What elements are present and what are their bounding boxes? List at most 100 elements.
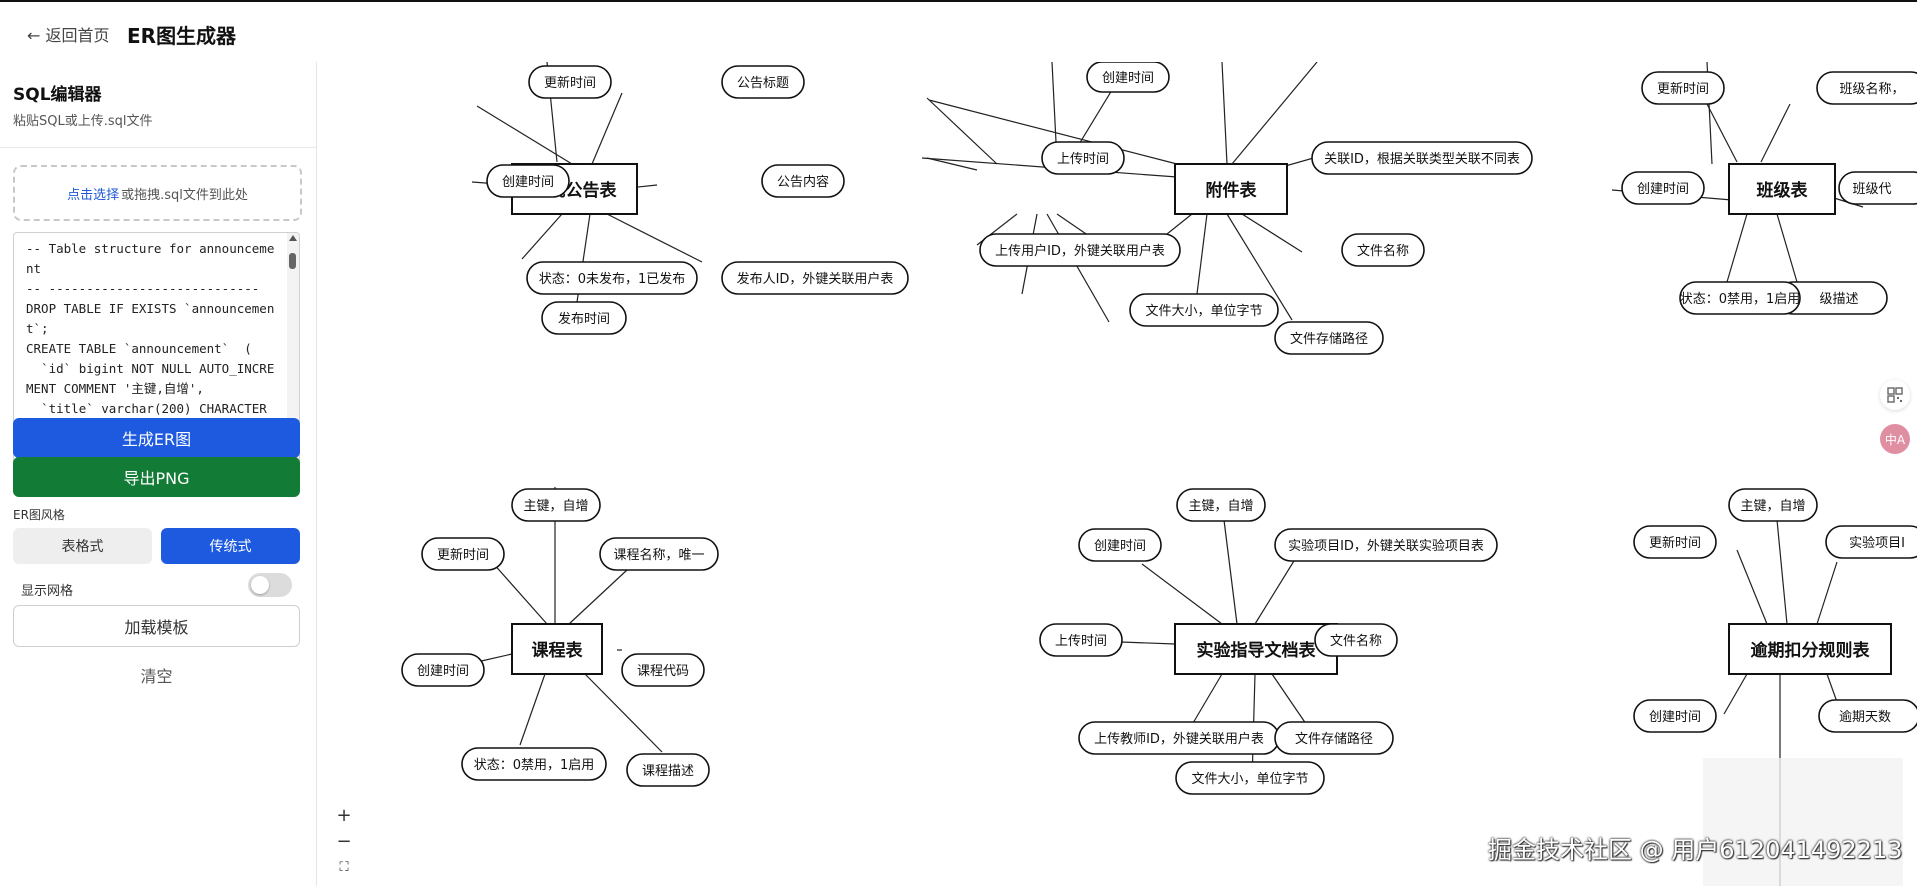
fit-view-icon[interactable]: ⛶: [339, 859, 349, 875]
attribute[interactable]: 创建时间: [401, 653, 485, 687]
choose-file-link[interactable]: 点击选择: [67, 187, 120, 203]
attribute[interactable]: 实验项目I: [1825, 525, 1917, 559]
load-template-button[interactable]: 加载模板: [13, 605, 300, 647]
entity-box[interactable]: [1174, 163, 1288, 215]
attribute[interactable]: 文件名称: [1341, 233, 1425, 267]
show-grid-toggle[interactable]: [248, 573, 292, 597]
attribute[interactable]: 级描述: [1776, 281, 1888, 315]
attribute[interactable]: 主键，自增: [1728, 488, 1818, 522]
attribute[interactable]: 上传时间: [1041, 141, 1125, 175]
attribute[interactable]: 班级代: [1838, 171, 1917, 205]
attr-shape: [1175, 761, 1325, 795]
attribute[interactable]: 上传教师ID，外键关联用户表: [1078, 721, 1280, 755]
er-diagram-svg-3: 班级表 更新时间 班级名称， 创建时间 班级代 级描述 状态：0禁用，1启用 课…: [476, 62, 1917, 753]
qrcode-glyph: [1887, 387, 1903, 403]
attr-shape: [979, 233, 1181, 267]
attribute[interactable]: 实验项目ID，外键关联实验项目表: [1274, 528, 1498, 562]
edge: [1141, 563, 1223, 625]
edge: [1241, 213, 1303, 253]
attribute[interactable]: 更新时间: [1641, 71, 1725, 105]
attribute[interactable]: 上传时间: [1039, 623, 1123, 657]
attribute[interactable]: 文件大小，单位字节: [1129, 293, 1279, 327]
attribute[interactable]: 上传用户ID，外键关联用户表: [979, 233, 1181, 267]
sidebar-divider: [0, 147, 316, 148]
scroll-up-icon[interactable]: [289, 235, 297, 241]
attribute[interactable]: 创建时间: [1633, 699, 1717, 733]
attribute[interactable]: 主键，自增: [1176, 488, 1266, 522]
back-home-link[interactable]: ← 返回首页: [27, 26, 110, 45]
export-png-button[interactable]: 导出PNG: [13, 457, 300, 497]
attribute[interactable]: 班级名称，: [1816, 71, 1917, 105]
attribute[interactable]: 课程描述: [626, 753, 710, 787]
translate-icon[interactable]: 中A: [1880, 424, 1910, 454]
attribute[interactable]: 逾期天数: [1818, 699, 1917, 733]
attr-shape: [1633, 525, 1717, 559]
entity-title: 课程表: [532, 640, 584, 661]
attribute[interactable]: 创建时间: [486, 164, 570, 198]
file-dropzone[interactable]: 点击选择 或拖拽.sql文件到此处: [13, 165, 302, 221]
entity-attachment-main[interactable]: 附件表 创建时间 上传时间 关联ID，根据关联类型关联不同表 上传用户ID，外键…: [921, 62, 1533, 355]
attr-shape: [1825, 525, 1917, 559]
show-grid-label: 显示网格: [21, 584, 74, 599]
zoom-out-button[interactable]: −: [336, 830, 352, 852]
edge: [568, 569, 628, 625]
er-canvas[interactable]: 系统公告表 更新时间 公告标题 创建时间 公告内容 状态：0未发布，1已发布 发…: [317, 62, 1917, 886]
attr-shape: [1314, 623, 1398, 657]
attribute[interactable]: 主键，自增: [511, 488, 601, 522]
attribute[interactable]: 发布人ID，外键关联用户表: [721, 261, 909, 295]
attribute[interactable]: 状态：0禁用，1启用: [1679, 281, 1801, 315]
zoom-in-button[interactable]: +: [336, 804, 352, 826]
entity-course-attrs[interactable]: 主键，自增 更新时间 课程名称，唯一 创建时间 课程代码 状态：0禁用，1启用 …: [401, 488, 719, 787]
attr-shape: [1086, 62, 1170, 93]
style-table-button[interactable]: 表格式: [13, 528, 152, 564]
attribute[interactable]: 状态：0禁用，1启用: [461, 747, 607, 781]
attr-label: 更新时间: [1657, 81, 1709, 97]
attribute[interactable]: 公告内容: [761, 164, 845, 198]
edge: [1760, 103, 1791, 163]
edge: [476, 105, 573, 165]
entity-class[interactable]: 班级表 更新时间 班级名称， 创建时间 班级代 级描述 状态：0禁用，1启用: [1611, 62, 1917, 315]
entity-box[interactable]: [1728, 163, 1836, 215]
entity-title: 班级表: [1757, 180, 1809, 201]
scroll-thumb[interactable]: [289, 253, 296, 269]
entity-lab-doc[interactable]: 实验指导文档表 主键，自增 创建时间 实验项目ID，外键关联实验项目表 上传时间…: [1039, 488, 1498, 795]
attr-label: 状态：0未发布，1已发布: [539, 271, 686, 287]
attr-shape: [1274, 528, 1498, 562]
entity-title: 逾期扣分规则表: [1751, 640, 1871, 661]
attribute[interactable]: 课程名称，唯一: [599, 537, 719, 571]
edge: [1046, 213, 1110, 323]
style-traditional-button[interactable]: 传统式: [161, 528, 300, 564]
generate-er-button[interactable]: 生成ER图: [13, 418, 300, 458]
attr-label: 创建时间: [417, 664, 469, 679]
entity-box[interactable]: [511, 623, 603, 675]
attribute[interactable]: 公告标题: [721, 65, 805, 99]
attr-label: 创建时间: [1649, 710, 1701, 725]
attr-shape: [1341, 233, 1425, 267]
attribute[interactable]: 发布时间: [541, 301, 627, 335]
attribute[interactable]: 创建时间: [1621, 171, 1705, 205]
attr-label: 实验项目ID，外键关联实验项目表: [1288, 538, 1484, 554]
entity-course[interactable]: 课程表: [476, 487, 663, 753]
entity-announcement[interactable]: 系统公告表 更新时间 公告标题 创建时间 公告内容 状态：0未发布，1已发布 发…: [471, 62, 909, 335]
attr-shape: [401, 653, 485, 687]
attr-shape: [761, 164, 845, 198]
attribute[interactable]: 关联ID，根据关联类型关联不同表: [1311, 141, 1533, 175]
attr-shape: [1041, 141, 1125, 175]
attribute[interactable]: 文件大小，单位字节: [1175, 761, 1325, 795]
attribute[interactable]: 课程代码: [621, 653, 705, 687]
attribute[interactable]: 更新时间: [1633, 525, 1717, 559]
attribute[interactable]: 创建时间: [1078, 528, 1162, 562]
attribute[interactable]: 文件名称: [1314, 623, 1398, 657]
attribute[interactable]: 更新时间: [421, 537, 505, 571]
attribute[interactable]: 状态：0未发布，1已发布: [526, 261, 698, 295]
attribute[interactable]: 创建时间: [1086, 62, 1170, 93]
attribute[interactable]: 更新时间: [528, 65, 612, 99]
entity-box[interactable]: [1728, 623, 1892, 675]
clear-button[interactable]: 清空: [140, 667, 173, 686]
attribute[interactable]: 文件存储路径: [1274, 321, 1384, 355]
er-style-label: ER图风格: [13, 508, 65, 522]
entity-overdue-rule[interactable]: 逾期扣分规则表 主键，自增 更新时间 实验项目I 创建时间 逾期天数: [1633, 488, 1917, 886]
attribute[interactable]: 文件存储路径: [1274, 721, 1394, 755]
attr-label: 上传时间: [1055, 634, 1107, 649]
qrcode-icon[interactable]: [1880, 380, 1910, 410]
